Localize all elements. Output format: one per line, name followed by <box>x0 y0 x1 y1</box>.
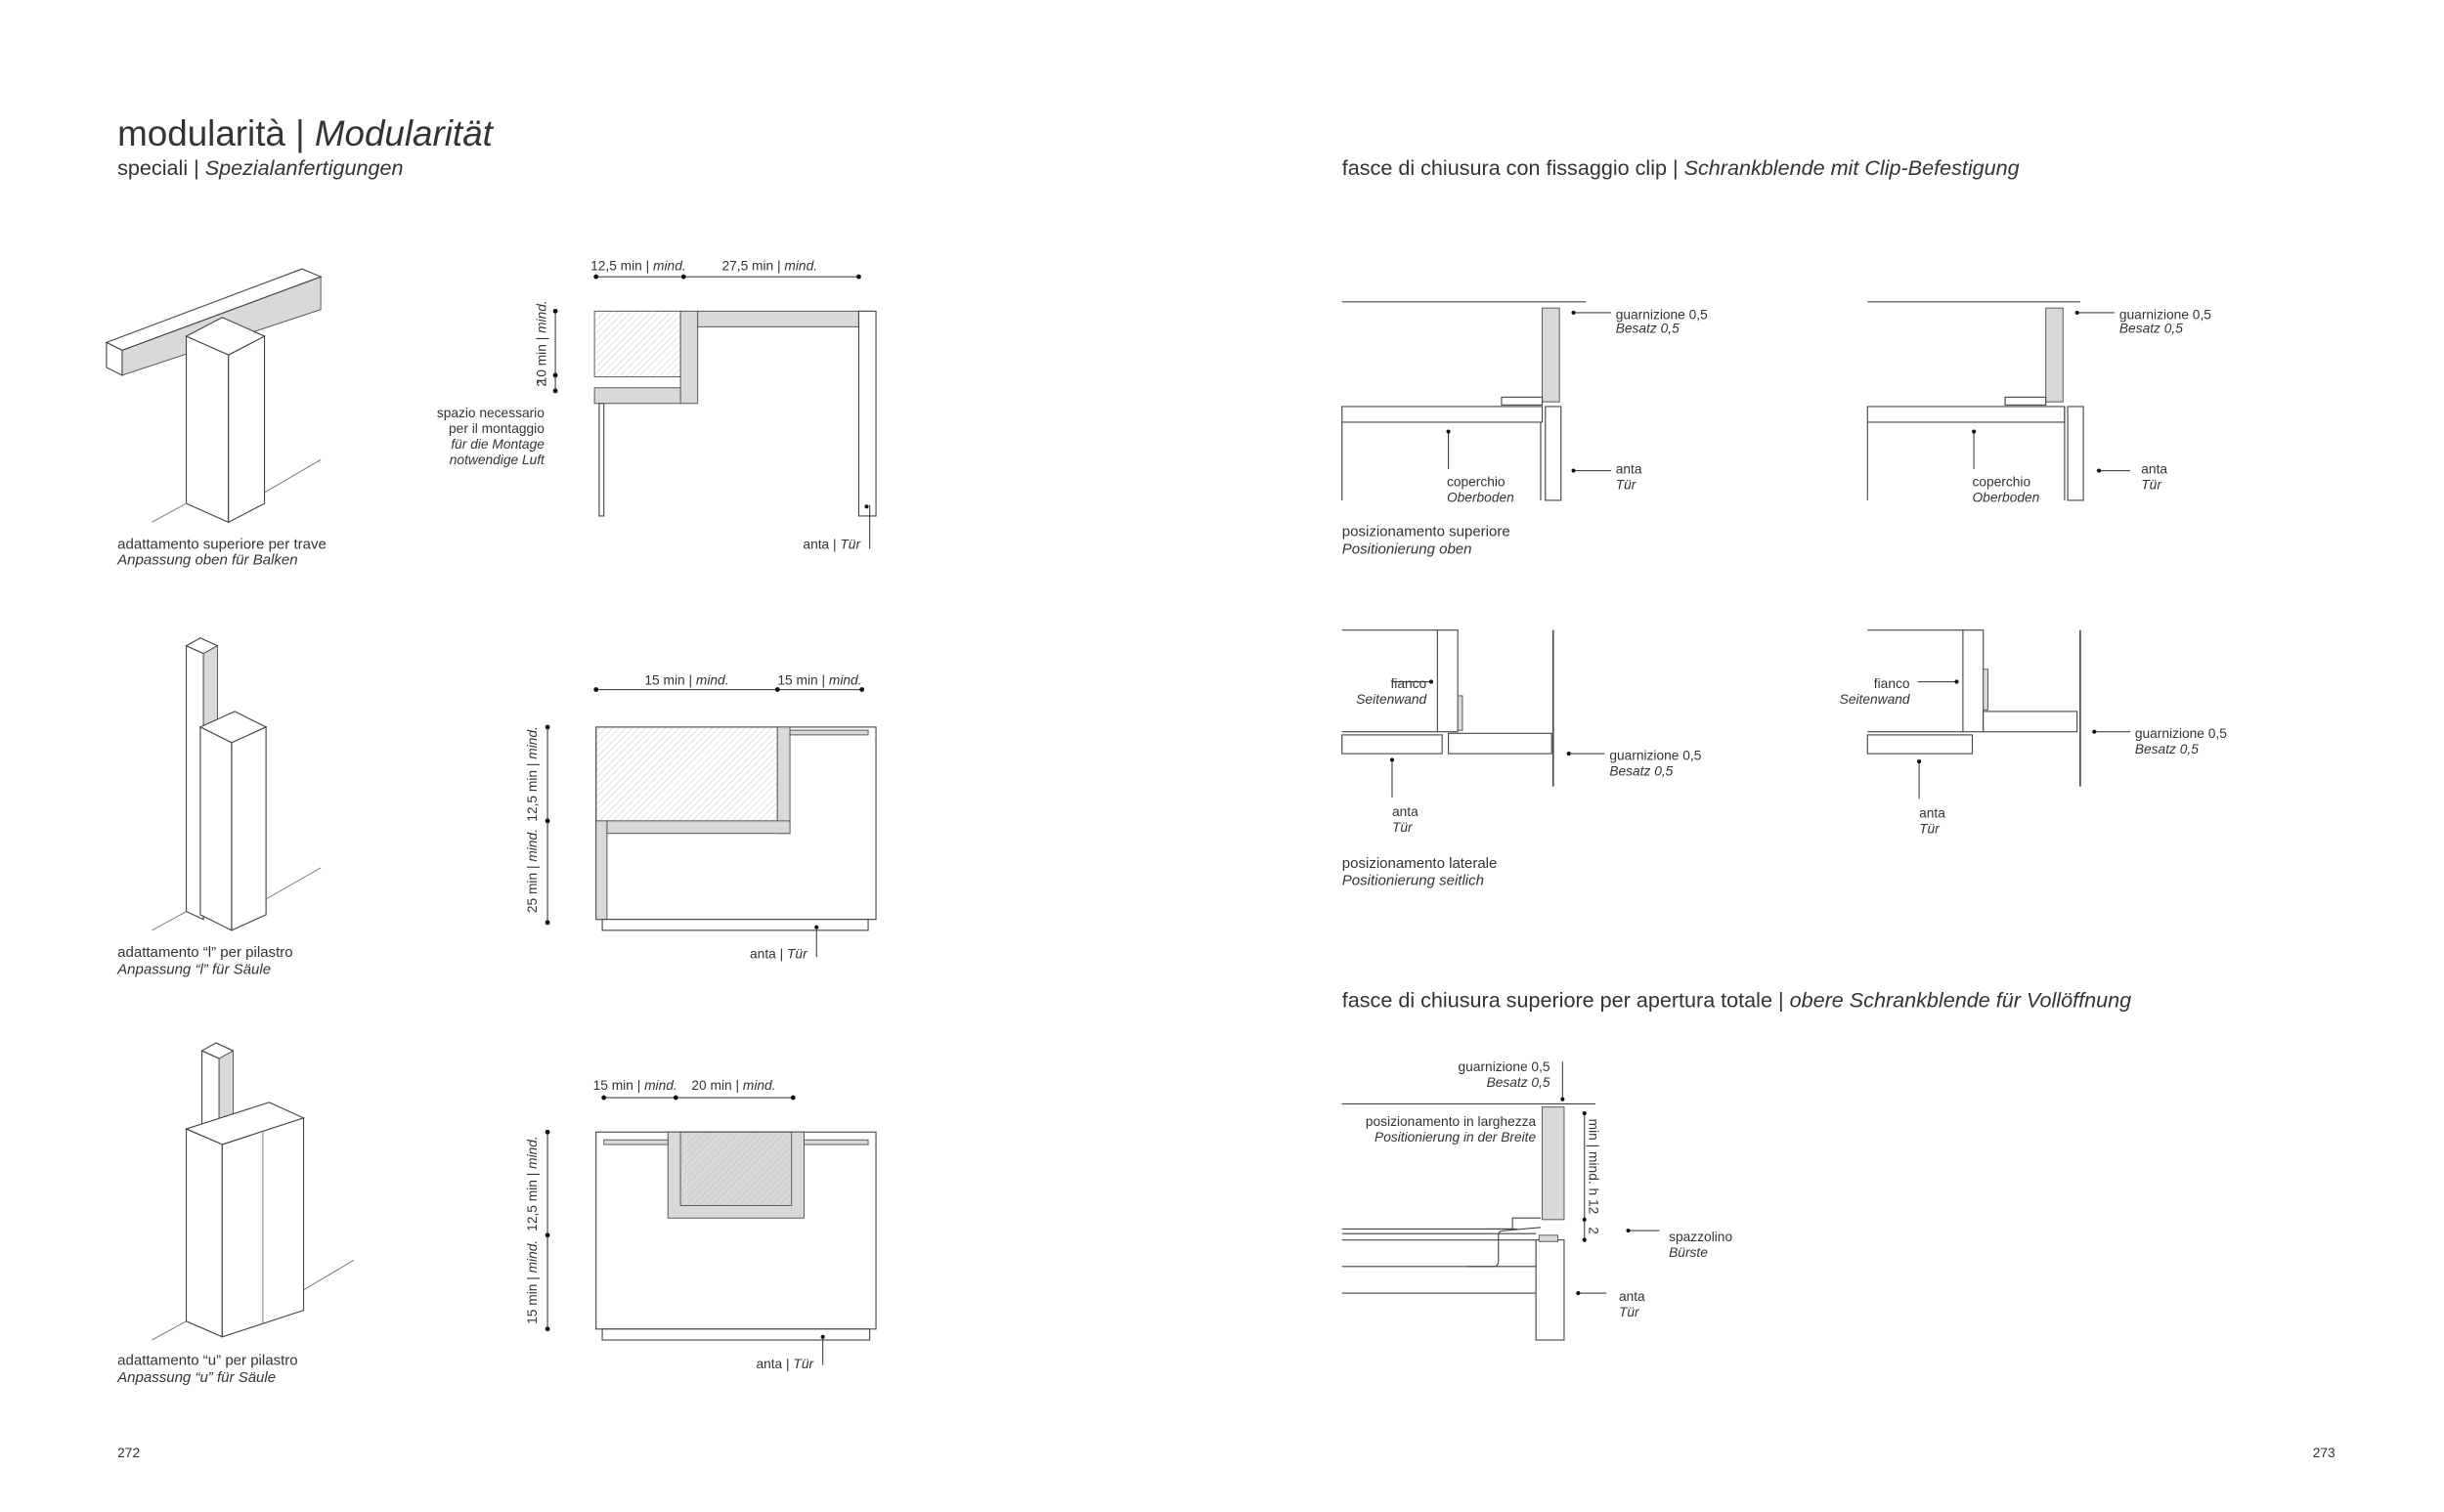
iso-drawing-l-pillar <box>152 637 322 931</box>
door-label: anta <box>1919 806 1945 821</box>
mounting-space-note: notwendige Luft <box>450 453 546 467</box>
caption-beam-it: adattamento superiore per trave <box>117 537 327 553</box>
side-label-de: Seitenwand <box>1356 692 1427 707</box>
dim-label: 2 <box>534 379 548 387</box>
gasket-label: guarnizione 0,5 <box>2135 726 2227 741</box>
caption-l-pillar-de: Anpassung “l” für Säule <box>116 962 271 978</box>
section-clip-side-a: fianco Seitenwand guarnizione 0,5 Besatz… <box>1341 629 1702 835</box>
caption-top-positioning: posizionamento superiore <box>1342 524 1510 540</box>
cover-label-de: Oberboden <box>1447 491 1514 505</box>
door-label-de: Tür <box>2141 478 2162 493</box>
dim-label: 12,5 min | mind. <box>525 1136 540 1231</box>
dim-label: 25 min | mind. <box>525 829 540 913</box>
caption-u-pillar-it: adattamento “u” per pilastro <box>117 1353 297 1369</box>
gasket-label: guarnizione 0,5 <box>1459 1059 1550 1074</box>
dim-label: 15 min | mind. <box>593 1078 677 1093</box>
mounting-space-note: für die Montage <box>451 437 545 452</box>
section-clip-top-a: guarnizione 0,5 Besatz 0,5 anta Tür cope… <box>1341 301 1708 505</box>
page-title: modularità | Modularität <box>117 113 494 153</box>
side-label-de: Seitenwand <box>1840 692 1911 707</box>
dim-label: 12,5 min | mind. <box>590 259 686 274</box>
brush-label: spazzolino <box>1669 1230 1732 1244</box>
brush-label-de: Bürste <box>1669 1245 1708 1260</box>
door-label: anta <box>1616 462 1642 477</box>
plan-drawing-u-pillar: 15 min | mind. 20 min | mind. 12,5 min |… <box>525 1078 877 1371</box>
plan-drawing-beam: 12,5 min | mind. 27,5 min | mind. 10 min… <box>437 259 877 552</box>
cover-label: coperchio <box>1973 475 2031 490</box>
door-label: anta <box>1619 1289 1645 1304</box>
door-label-de: Tür <box>1392 820 1414 835</box>
door-label-de: Tür <box>1619 1305 1640 1319</box>
gasket-label: guarnizione 0,5 <box>1616 307 1708 322</box>
section-title-full-opening: fasce di chiusura superiore per apertura… <box>1342 987 2131 1012</box>
gasket-label-de: Besatz 0,5 <box>1609 763 1673 778</box>
page-subtitle: speciali | Spezialanfertigungen <box>117 155 403 180</box>
gasket-label: guarnizione 0,5 <box>2119 307 2211 322</box>
plan-drawing-l-pillar: 15 min | mind. 15 min | mind. 12,5 min |… <box>525 673 877 962</box>
door-label: anta <box>1392 804 1418 819</box>
width-positioning-label-de: Positionierung in der Breite <box>1375 1130 1536 1145</box>
caption-top-positioning-de: Positionierung oben <box>1342 540 1472 557</box>
height-dim-label: min | mind. h 12 <box>1587 1119 1601 1215</box>
page-number-left: 272 <box>117 1446 140 1460</box>
door-label: anta | Tür <box>750 947 808 962</box>
dim-label: 15 min | mind. <box>644 673 728 688</box>
door-label-de: Tür <box>1919 822 1941 837</box>
cover-label: coperchio <box>1447 475 1506 490</box>
caption-u-pillar-de: Anpassung “u” für Säule <box>116 1369 276 1386</box>
page-number-right: 273 <box>2313 1446 2335 1460</box>
section-title-clip: fasce di chiusura con fissaggio clip | S… <box>1342 155 2020 180</box>
door-label: anta <box>2141 462 2167 477</box>
door-label: anta | Tür <box>803 538 861 552</box>
gap-dim-label: 2 <box>1587 1227 1601 1234</box>
section-full-opening: guarnizione 0,5 Besatz 0,5 posizionament… <box>1341 1059 1732 1341</box>
caption-side-positioning-de: Positionierung seitlich <box>1342 872 1484 888</box>
dim-label: 10 min | mind. <box>534 300 548 384</box>
width-positioning-label: posizionamento in larghezza <box>1366 1114 1537 1129</box>
side-label: fianco <box>1874 676 1910 691</box>
section-clip-top-b: guarnizione 0,5 Besatz 0,5 anta Tür cope… <box>1866 301 2211 505</box>
caption-l-pillar-it: adattamento “l” per pilastro <box>117 944 292 961</box>
caption-side-positioning: posizionamento laterale <box>1342 855 1498 872</box>
dim-label: 15 min | mind. <box>777 673 861 688</box>
section-clip-side-b: fianco Seitenwand guarnizione 0,5 Besatz… <box>1840 629 2227 837</box>
dim-label: 20 min | mind. <box>691 1078 775 1093</box>
cover-label-de: Oberboden <box>1973 491 2040 505</box>
gasket-label-de: Besatz 0,5 <box>1616 322 1680 336</box>
door-label-de: Tür <box>1616 478 1637 493</box>
mounting-space-note: per il montaggio <box>449 421 545 436</box>
gasket-label-de: Besatz 0,5 <box>2119 322 2183 336</box>
caption-beam-de: Anpassung oben für Balken <box>116 552 298 569</box>
mounting-space-note: spazio necessario <box>437 406 545 420</box>
dim-label: 12,5 min | mind. <box>525 726 540 822</box>
door-label: anta | Tür <box>756 1357 814 1371</box>
dim-label: 27,5 min | mind. <box>721 259 817 274</box>
gasket-label-de: Besatz 0,5 <box>2135 742 2199 756</box>
side-label: fianco <box>1390 676 1426 691</box>
gasket-label-de: Besatz 0,5 <box>1487 1075 1550 1090</box>
dim-label: 15 min | mind. <box>525 1240 540 1324</box>
iso-drawing-beam <box>105 268 323 524</box>
gasket-label: guarnizione 0,5 <box>1609 748 1701 762</box>
iso-drawing-u-pillar <box>152 1042 354 1341</box>
